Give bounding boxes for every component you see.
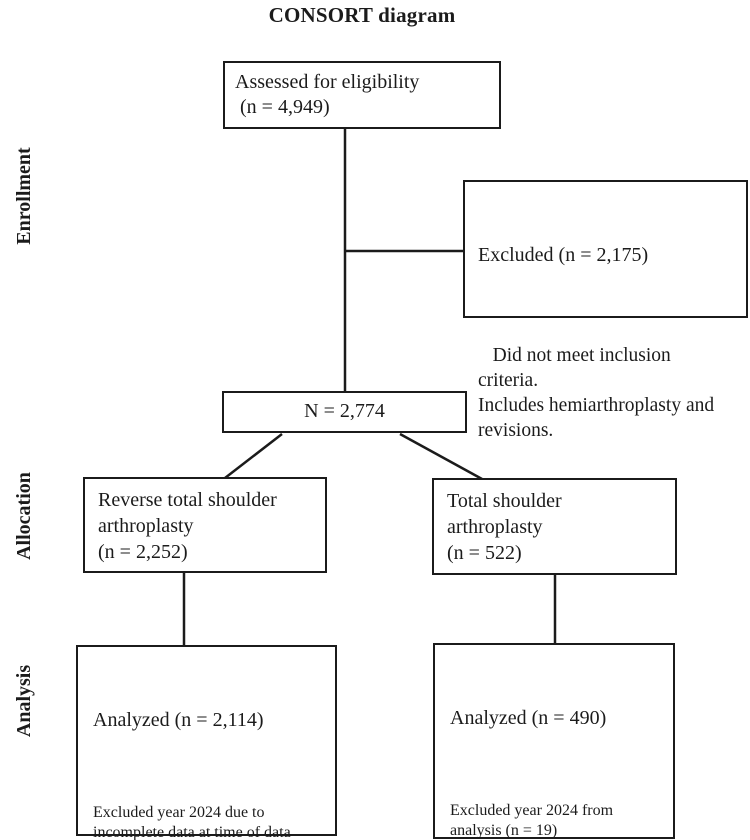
analyzed-total-header: Analyzed (n = 490) [450,707,607,729]
analyzed-reverse-header: Analyzed (n = 2,114) [93,709,264,731]
analyzed-reverse-exclusions: Excluded year 2024 due to incomplete dat… [93,804,291,840]
box-excluded: Excluded (n = 2,175) Did not meet inclus… [463,180,748,441]
excluded-header: Excluded (n = 2,175) [478,244,649,266]
analyzed-total-exclusions: Excluded year 2024 from analysis (n = 19… [450,802,614,839]
box-analyzed-reverse-tsa: Analyzed (n = 2,114) Excluded year 2024 … [76,645,337,840]
box-analyzed-total-tsa: Analyzed (n = 490) Excluded year 2024 fr… [433,643,675,839]
connector-n-to-reverse [224,433,283,479]
stage-label-allocation: Allocation [13,472,35,560]
box-total-shoulder-arthroplasty: Total shoulder arthroplasty (n = 522) [432,478,677,575]
stage-label-enrollment: Enrollment [13,147,35,245]
box-reverse-total-shoulder-arthroplasty: Reverse total shoulder arthroplasty (n =… [83,477,327,573]
box-eligible-total: N = 2,774 [222,391,467,433]
excluded-reasons: Did not meet inclusion criteria. Include… [478,345,715,441]
stage-label-analysis: Analysis [13,664,35,738]
box-assessed-for-eligibility: Assessed for eligibility (n = 4,949) [223,61,501,129]
connector-n-to-total [399,432,483,481]
page-title: CONSORT diagram [268,3,456,27]
